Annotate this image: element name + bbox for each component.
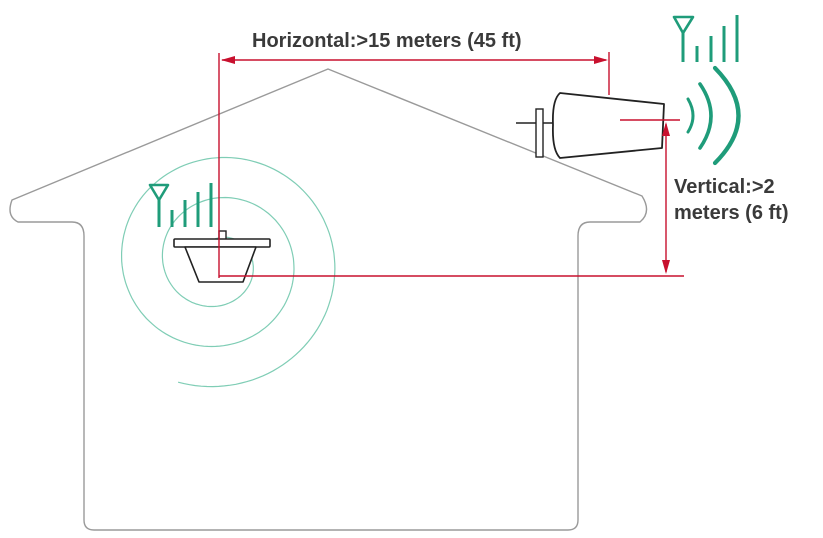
signal-wave-icon [686,65,741,166]
indoor-signal-bars-icon [148,183,213,227]
outdoor-signal-bars-icon [672,15,739,62]
indoor-antenna [173,230,271,283]
vertical-distance-line1: Vertical:>2 [674,176,775,198]
outdoor-antenna [516,92,665,159]
vertical-distance-label: Vertical:>2 meters (6 ft) [674,174,788,226]
house-outline [9,68,648,531]
vertical-distance-line2: meters (6 ft) [674,202,789,224]
horizontal-distance-label: Horizontal:>15 meters (45 ft) [252,30,522,52]
horizontal-dimension [218,52,610,278]
vertical-dimension [219,119,684,277]
